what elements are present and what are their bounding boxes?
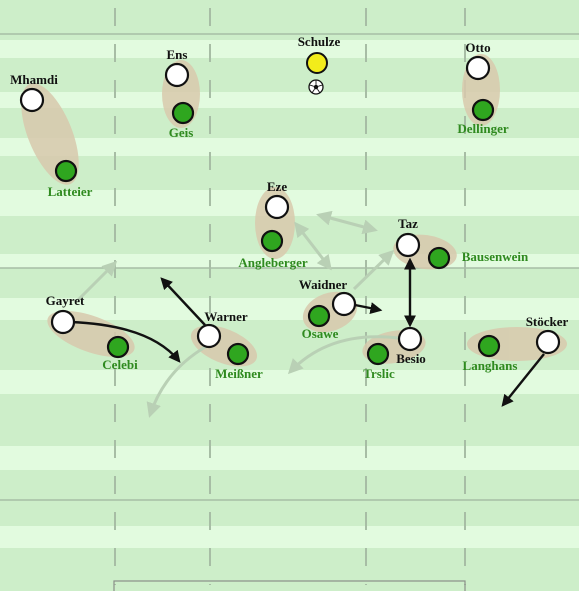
player-mhamdi: Mhamdi [10, 72, 58, 113]
player-label: Osawe [302, 326, 339, 341]
white-player-marker [164, 62, 190, 88]
green-player-marker [171, 101, 195, 125]
pass-arrow [76, 260, 118, 302]
player-label: Meißner [215, 366, 263, 381]
player-label: Ens [167, 47, 188, 62]
soccer-ball-icon [308, 79, 324, 95]
white-player-marker [395, 232, 421, 258]
player-label: Mhamdi [10, 72, 58, 87]
player-bausenwein: Bausenwein [427, 246, 529, 270]
player-geis: Geis [169, 101, 195, 140]
white-player-marker [535, 329, 561, 355]
green-player-marker [54, 159, 78, 183]
white-player-marker [465, 55, 491, 81]
green-player-marker [477, 334, 501, 358]
player-label: Angleberger [238, 255, 308, 270]
pass-arrow [294, 221, 332, 271]
green-player-marker [471, 98, 495, 122]
player-dellinger: Dellinger [457, 98, 509, 136]
keeper-group: Schulze [298, 34, 341, 95]
player-meissner: Meißner [215, 342, 263, 381]
player-label: Geis [169, 125, 194, 140]
green-player-marker [106, 335, 130, 359]
player-label: Celebi [102, 357, 138, 372]
pitch-markings [0, 8, 579, 591]
player-label: Otto [465, 40, 490, 55]
white-player-marker [50, 309, 76, 335]
player-label: Latteier [48, 184, 93, 199]
run-arrows [69, 257, 545, 407]
run-arrow-warner [160, 277, 206, 326]
green-player-marker [226, 342, 250, 366]
white-player-marker [196, 323, 222, 349]
player-label: Dellinger [457, 121, 508, 136]
green-player-marker [366, 342, 390, 366]
green-player-marker [427, 246, 451, 270]
white-player-marker [397, 326, 423, 352]
green-player-marker [260, 229, 284, 253]
player-label: Langhans [463, 358, 518, 373]
keeper-marker [306, 52, 328, 74]
green-team: Geis Dellinger Latteier Angleberger Baus… [48, 98, 529, 381]
pass-arrows [76, 210, 399, 418]
player-otto: Otto [465, 40, 491, 81]
player-angleberger: Angleberger [238, 229, 308, 270]
player-label: Trslic [363, 366, 395, 381]
run-arrow-gayret [69, 320, 181, 363]
player-latteier: Latteier [48, 159, 93, 199]
player-eze: Eze [264, 179, 290, 220]
pass-arrow [146, 344, 208, 418]
white-team: Mhamdi Ens Otto Eze Taz Waidner Gayret [10, 40, 568, 366]
pass-arrow [287, 335, 399, 375]
player-osawe: Osawe [302, 304, 339, 341]
pass-arrow [352, 249, 395, 291]
player-label: Taz [398, 216, 418, 231]
player-langhans: Langhans [463, 334, 518, 373]
player-label: Waidner [299, 277, 348, 292]
player-label: Besio [396, 351, 426, 366]
pass-arrow [316, 210, 378, 235]
player-besio: Besio [396, 326, 426, 366]
white-player-marker [19, 87, 45, 113]
run-arrow-stoecker [501, 353, 545, 407]
player-ens: Ens [164, 47, 190, 88]
green-player-marker [307, 304, 331, 328]
player-gayret: Gayret [46, 293, 85, 335]
player-label: Gayret [46, 293, 85, 308]
player-label: Stöcker [526, 314, 569, 329]
player-trslic: Trslic [363, 342, 395, 381]
player-label: Bausenwein [462, 249, 529, 264]
keeper-label: Schulze [298, 34, 341, 49]
player-stoecker: Stöcker [526, 314, 569, 355]
player-label: Eze [267, 179, 287, 194]
white-player-marker [264, 194, 290, 220]
player-taz: Taz [395, 216, 421, 258]
white-player-marker [331, 291, 357, 317]
player-celebi: Celebi [102, 335, 138, 372]
player-warner: Warner [196, 309, 248, 349]
player-label: Warner [204, 309, 248, 324]
player-waidner: Waidner [299, 277, 357, 317]
run-arrow-waidner [354, 302, 383, 315]
